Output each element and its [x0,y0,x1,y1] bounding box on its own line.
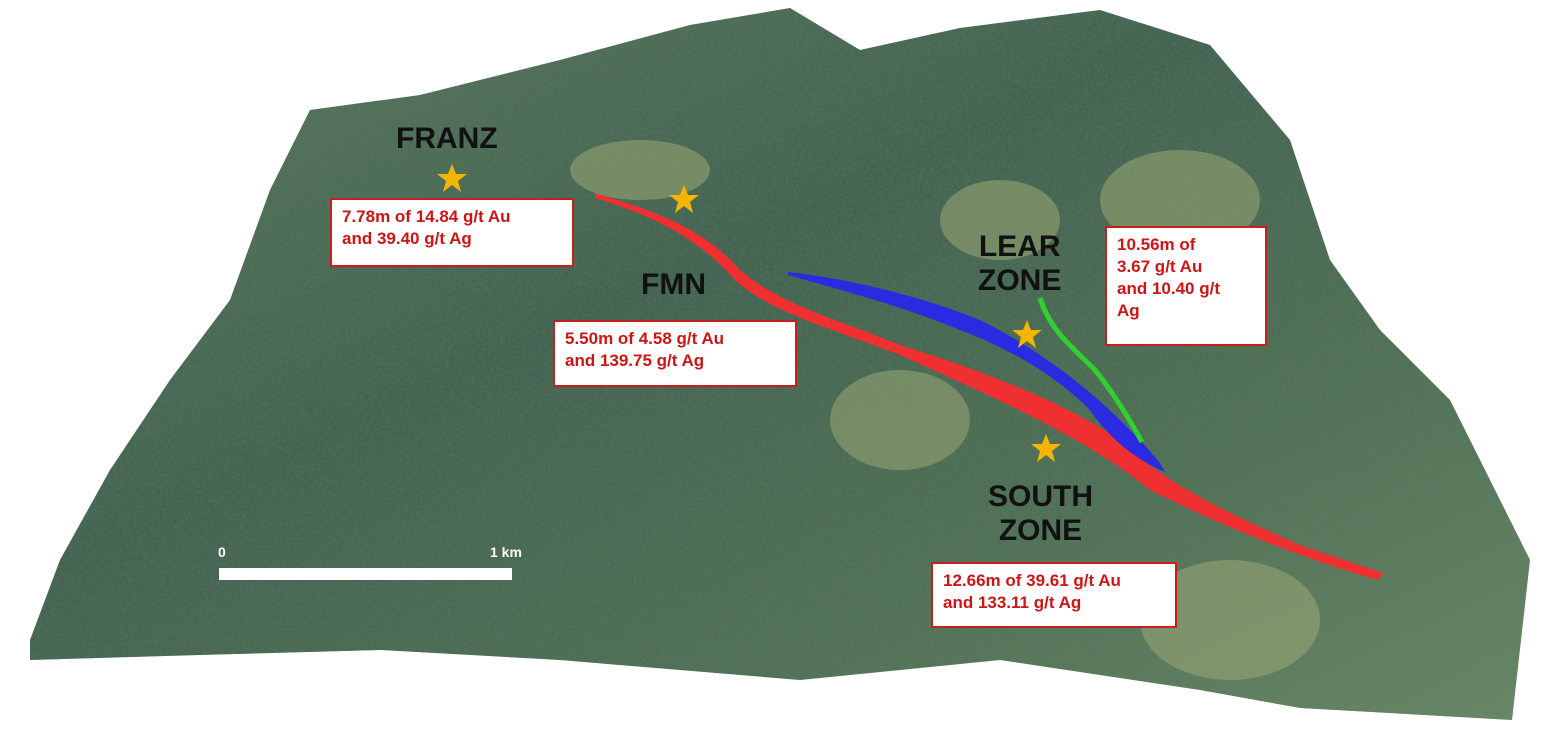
star-icon [1031,434,1061,462]
intercept-line: and 133.11 g/t Ag [943,593,1082,612]
intercept-line: 7.78m of 14.84 g/t Au [342,207,511,226]
zone-label-line: ZONE [998,514,1083,547]
zone-label-south: SOUTH ZONE [988,480,1093,548]
zone-label-line: SOUTH [988,480,1093,513]
intercept-line: 12.66m of 39.61 g/t Au [943,571,1121,590]
zone-label-line: LEAR [978,230,1061,263]
red-vein [595,193,1383,580]
intercept-line: 10.56m of [1117,235,1196,254]
intercept-box-fmn: 5.50m of 4.58 g/t Au and 139.75 g/t Ag [553,320,797,387]
zone-label-franz: FRANZ [396,122,498,155]
star-icon [437,164,467,192]
intercept-line: 3.67 g/t Au [1117,257,1203,276]
star-icon [669,185,699,213]
intercept-line: Ag [1117,301,1140,320]
intercept-line: and 139.75 g/t Ag [565,351,705,370]
star-icon [1012,320,1042,348]
intercept-box-south: 12.66m of 39.61 g/t Au and 133.11 g/t Ag [931,562,1177,628]
intercept-line: 5.50m of 4.58 g/t Au [565,329,725,348]
intercept-box-franz: 7.78m of 14.84 g/t Au and 39.40 g/t Ag [330,198,574,267]
zone-label-lear: LEAR ZONE [978,230,1061,298]
intercept-line: and 39.40 g/t Ag [342,229,472,248]
meadow-clearings [570,140,1320,680]
zone-label-fmn: FMN [641,268,706,301]
target-stars [437,164,1061,462]
green-vein [1037,297,1145,444]
zone-label-line: ZONE [978,264,1062,297]
intercept-line: and 10.40 g/t [1117,279,1220,298]
intercept-box-lear: 10.56m of 3.67 g/t Au and 10.40 g/t Ag [1105,226,1267,346]
scale-end-label: 1 km [490,544,522,560]
scale-start-label: 0 [218,544,226,560]
scale-bar [219,568,512,580]
